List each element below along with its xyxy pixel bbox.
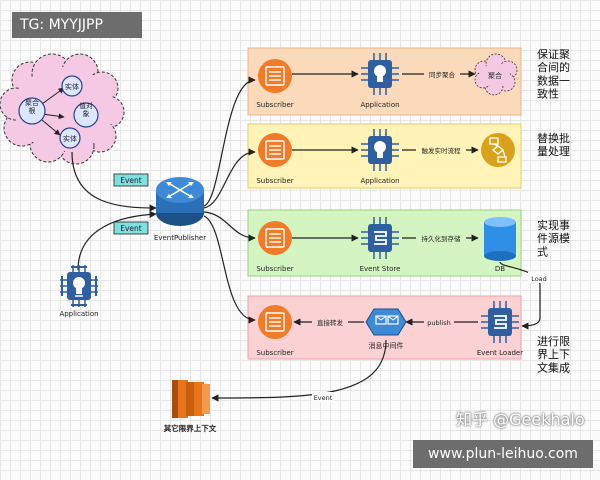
publisher-label: EventPublisher (154, 234, 206, 242)
subscriber-icon (258, 59, 292, 93)
subscriber-icon (258, 221, 292, 255)
load-label: Load (531, 275, 547, 283)
lane4-middleware-label: 消息中间件 (369, 341, 404, 350)
tg-watermark: TG: MYYJJPP (12, 12, 142, 38)
entity-bottom-label: 实体 (63, 134, 77, 143)
lane2-title: 替换批量处理 (537, 131, 570, 158)
lightbulb-chip-icon (361, 53, 399, 95)
flowchart-icon (481, 133, 515, 167)
value-object-label: 值对象 (79, 101, 93, 118)
value-object-node (73, 102, 99, 128)
lane2-processor-label: Application (360, 177, 399, 185)
aws-stack-icon (172, 380, 210, 418)
message-queue-icon (365, 308, 407, 336)
lane3-target-label: DB (495, 265, 505, 273)
event-tag-2 (113, 221, 149, 235)
edge-publisher-to-lane2 (203, 148, 256, 209)
lane2-arrow-label-bg (416, 144, 466, 155)
lane4-subscriber-label: Subscriber (256, 349, 293, 357)
aggregate-root-node (18, 97, 46, 125)
lane1-processor-label: Application (360, 101, 399, 109)
event-tag-2-label: Event (120, 224, 142, 233)
lightbulb-chip-icon (361, 129, 399, 171)
event-bottom-label-bg (312, 392, 334, 402)
entity-node-bottom (59, 127, 81, 149)
lane1-arrow-label: 同步聚合 (429, 70, 456, 79)
database-icon (484, 217, 516, 261)
edge-app-to-publisher (77, 210, 157, 271)
lane4-right-label-bg (424, 316, 454, 327)
lane1-title: 保证聚合间的数据一致性 (537, 47, 570, 101)
lane4-title: 进行限界上下文集成 (537, 335, 570, 374)
aggregate-root-label: 聚合根 (25, 98, 39, 115)
router-icon (156, 177, 204, 226)
lane4-loader-label: Event Loader (477, 349, 523, 357)
lane4-left-label-bg (312, 316, 348, 327)
lightbulb-chip-icon (60, 265, 98, 307)
aggregate-cloud: 聚合根 实体 值对象 实体 (0, 53, 125, 165)
lane2-subscriber-label: Subscriber (256, 177, 293, 185)
event-loader-chip-icon (481, 301, 519, 343)
lane3-arrow-label: 持久化到存储 (422, 234, 462, 243)
load-label-bg (528, 272, 550, 283)
aggregate-cloud-icon (474, 53, 518, 96)
edge-db-to-loader (499, 261, 541, 330)
lane1-arrow-label-bg (424, 68, 460, 79)
event-tag-1 (113, 173, 149, 187)
entity-node-top (61, 75, 83, 97)
lane3-arrow-label-bg (416, 232, 466, 243)
event-tag-1-label: Event (120, 176, 142, 185)
lane3-title: 实现事件源模式 (537, 218, 570, 258)
lane3-processor-label: Event Store (360, 265, 401, 273)
edge-publisher-to-lane4 (203, 215, 256, 324)
subscriber-icon (258, 305, 292, 339)
site-watermark: www.plun-leihuo.com (413, 440, 593, 468)
edge-mq-to-other-context (211, 339, 387, 402)
event-bottom-label: Event (314, 394, 333, 402)
source-app-label: Application (59, 310, 98, 318)
event-store-chip-icon (361, 217, 399, 259)
lane4-left-arrow-label: 直接转发 (317, 318, 344, 327)
entity-top-label: 实体 (65, 82, 79, 91)
lane2-arrow-label: 触发实时流程 (422, 146, 462, 155)
lane3-subscriber-label: Subscriber (256, 265, 293, 273)
subscriber-icon (258, 133, 292, 167)
lane1-subscriber-label: Subscriber (256, 101, 293, 109)
edge-publisher-to-lane3 (203, 211, 256, 242)
zhihu-watermark: 知乎 @Geekhalo (456, 410, 585, 429)
lane1-target-label: 聚合 (488, 71, 502, 80)
edge-cloud-to-publisher (71, 151, 157, 212)
bottom-target-label: 其它限界上下文 (164, 423, 217, 433)
lane4-right-arrow-label: publish (427, 319, 451, 327)
edge-publisher-to-lane1 (203, 76, 256, 207)
